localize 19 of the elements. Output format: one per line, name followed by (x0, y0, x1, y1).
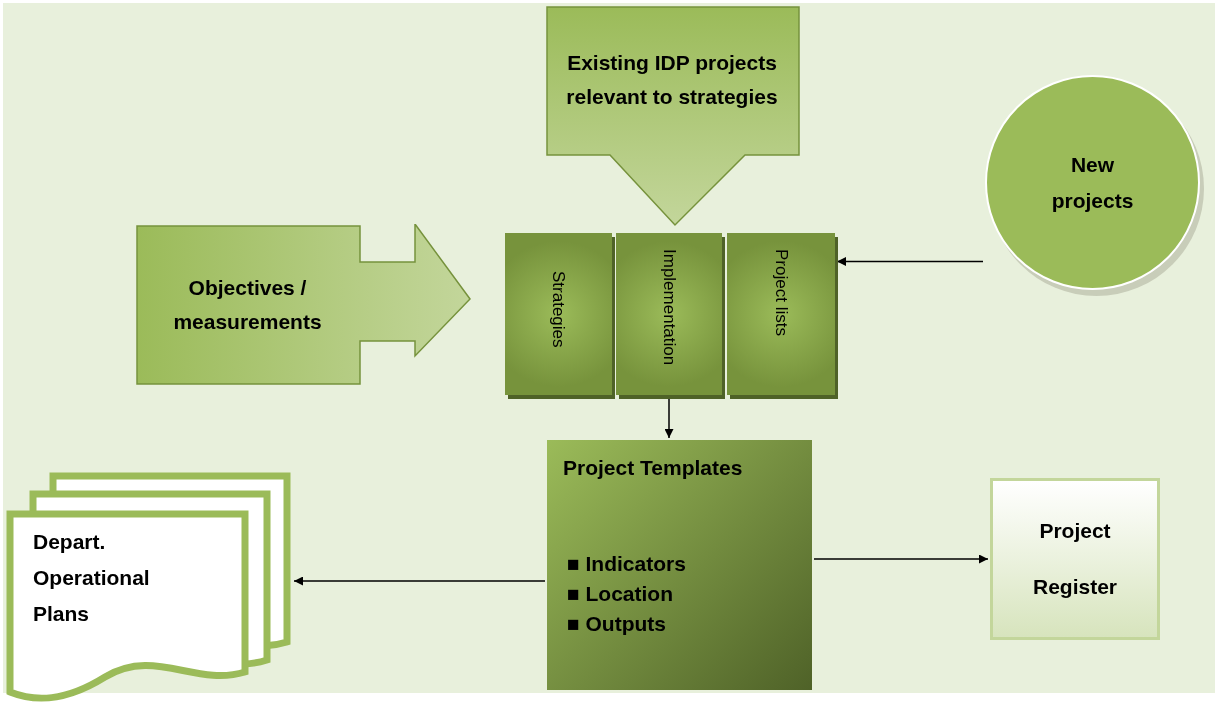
register-text: Project Register (1032, 518, 1118, 600)
block-arrow-text: Existing IDP projects relevant to strategies (565, 50, 779, 110)
bullet-item: ■ Outputs (567, 610, 667, 637)
vertical-text: Implementation (658, 249, 680, 366)
register-box (990, 478, 1160, 640)
note-box (547, 440, 812, 690)
bullet-item: ■ Indicators (567, 550, 687, 577)
arrow (836, 257, 984, 266)
block-arrow (135, 224, 472, 386)
arrow (664, 396, 674, 439)
arrow (293, 576, 546, 586)
bullet-item: ■ Location (567, 580, 674, 607)
document-text: Depart. Operational Plans (33, 529, 151, 627)
vertical-text: Strategies (548, 271, 570, 348)
block-arrow-text: Objectives / measurements (172, 275, 323, 335)
arrow (813, 554, 989, 564)
vertical-text: Project lists (770, 249, 792, 336)
circle-text: New projects (1050, 151, 1135, 214)
note-title: Project Templates (563, 455, 744, 481)
